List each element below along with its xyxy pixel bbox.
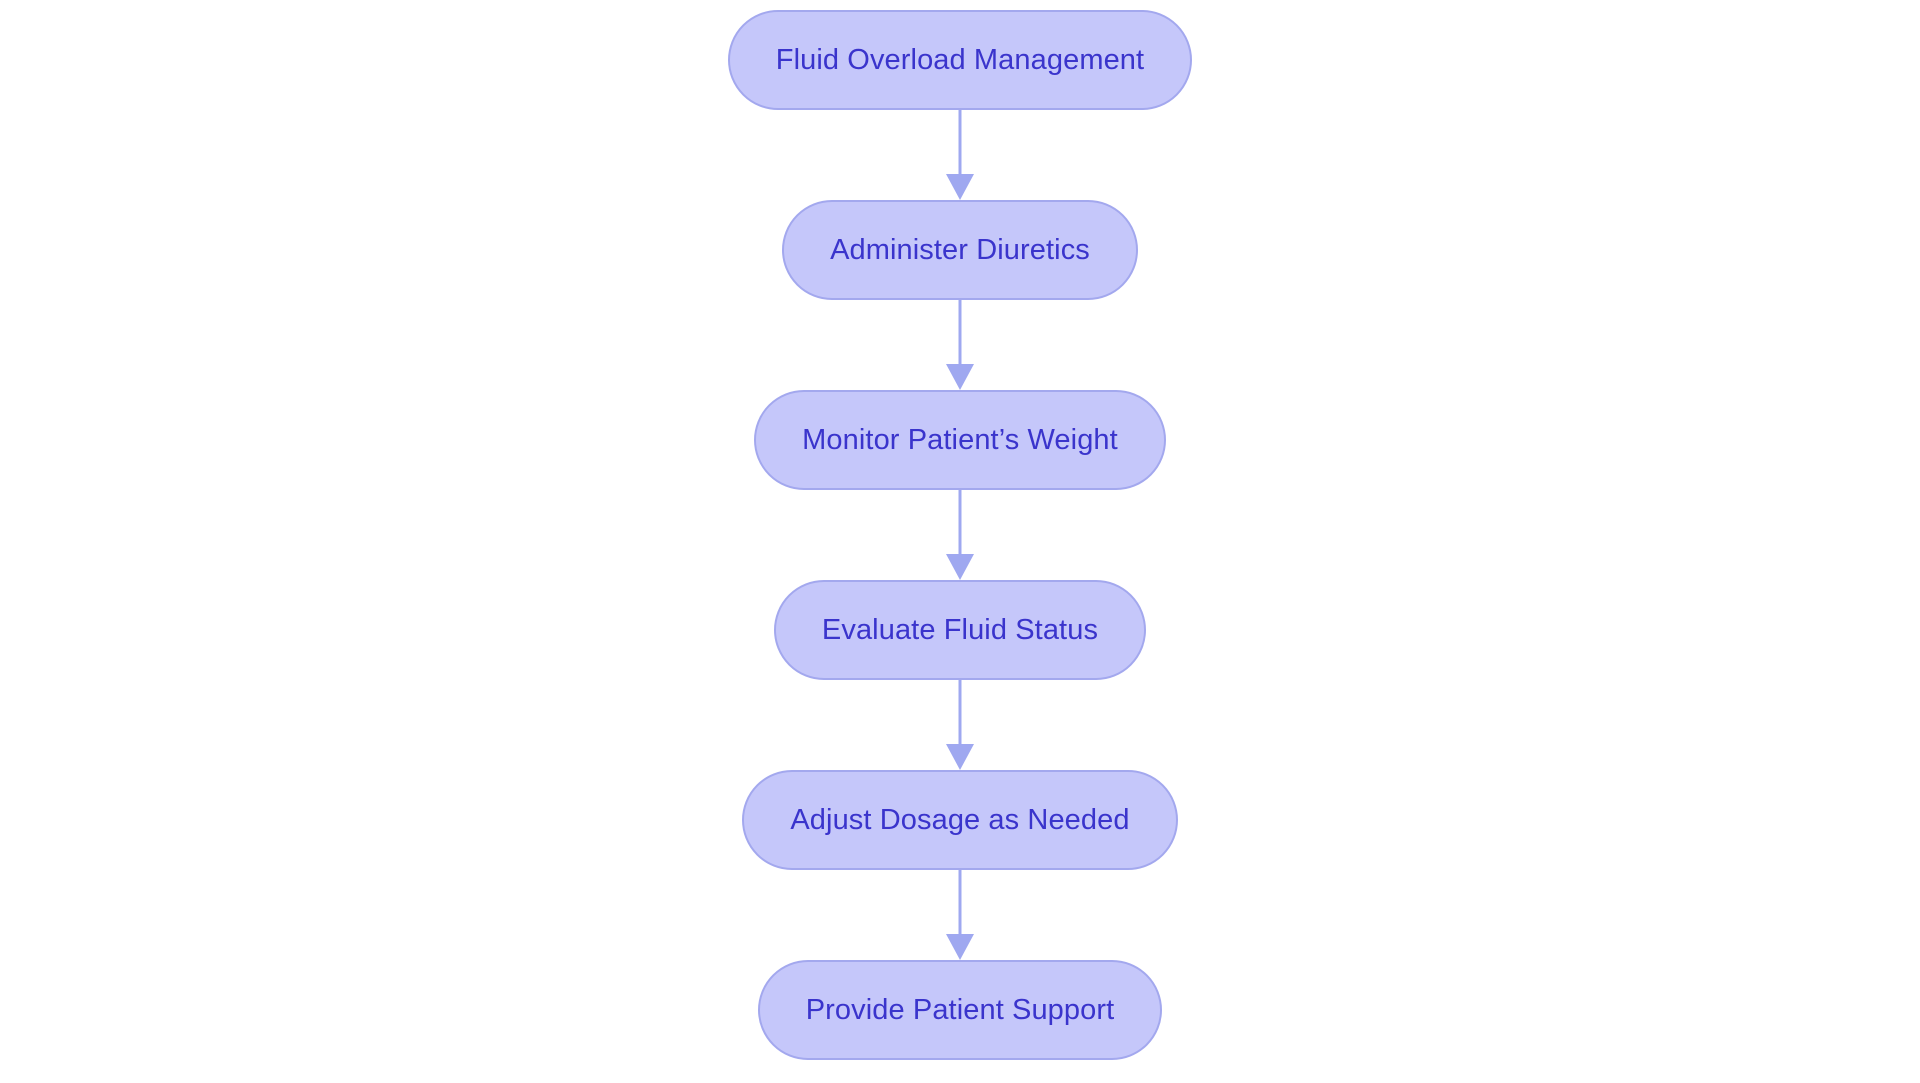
flowchart-node-provide-patient-support[interactable]: Provide Patient Support [757,960,1163,1060]
arrow-head-icon [945,364,974,390]
flowchart-node-label: Evaluate Fluid Status [821,613,1099,646]
flowchart-node-chain: Fluid Overload Management Administer Diu… [727,10,1193,1060]
flowchart-node-monitor-patients-weight[interactable]: Monitor Patient’s Weight [754,390,1166,490]
flowchart-node-adjust-dosage-as-needed[interactable]: Adjust Dosage as Needed [742,770,1178,870]
flowchart-node-label: Provide Patient Support [805,993,1115,1026]
flowchart-node-label: Fluid Overload Management [775,43,1145,76]
arrow-head-icon [945,174,974,200]
arrow-head-icon [945,554,974,580]
flowchart-node-administer-diuretics[interactable]: Administer Diuretics [782,200,1138,300]
flowchart-connector-arrow-4 [945,680,974,770]
flowchart-connector-arrow-1 [945,110,974,200]
flowchart-node-label: Monitor Patient’s Weight [802,423,1118,456]
flowchart-node-label: Administer Diuretics [830,233,1090,266]
flowchart-node-label: Adjust Dosage as Needed [790,803,1130,836]
arrow-head-icon [945,744,974,770]
flowchart-connector-arrow-2 [945,300,974,390]
flowchart-connector-arrow-5 [945,870,974,960]
flowchart-node-fluid-overload-management[interactable]: Fluid Overload Management [727,10,1193,110]
arrow-head-icon [945,934,974,960]
flowchart-node-evaluate-fluid-status[interactable]: Evaluate Fluid Status [773,580,1147,680]
flowchart-connector-arrow-3 [945,490,974,580]
